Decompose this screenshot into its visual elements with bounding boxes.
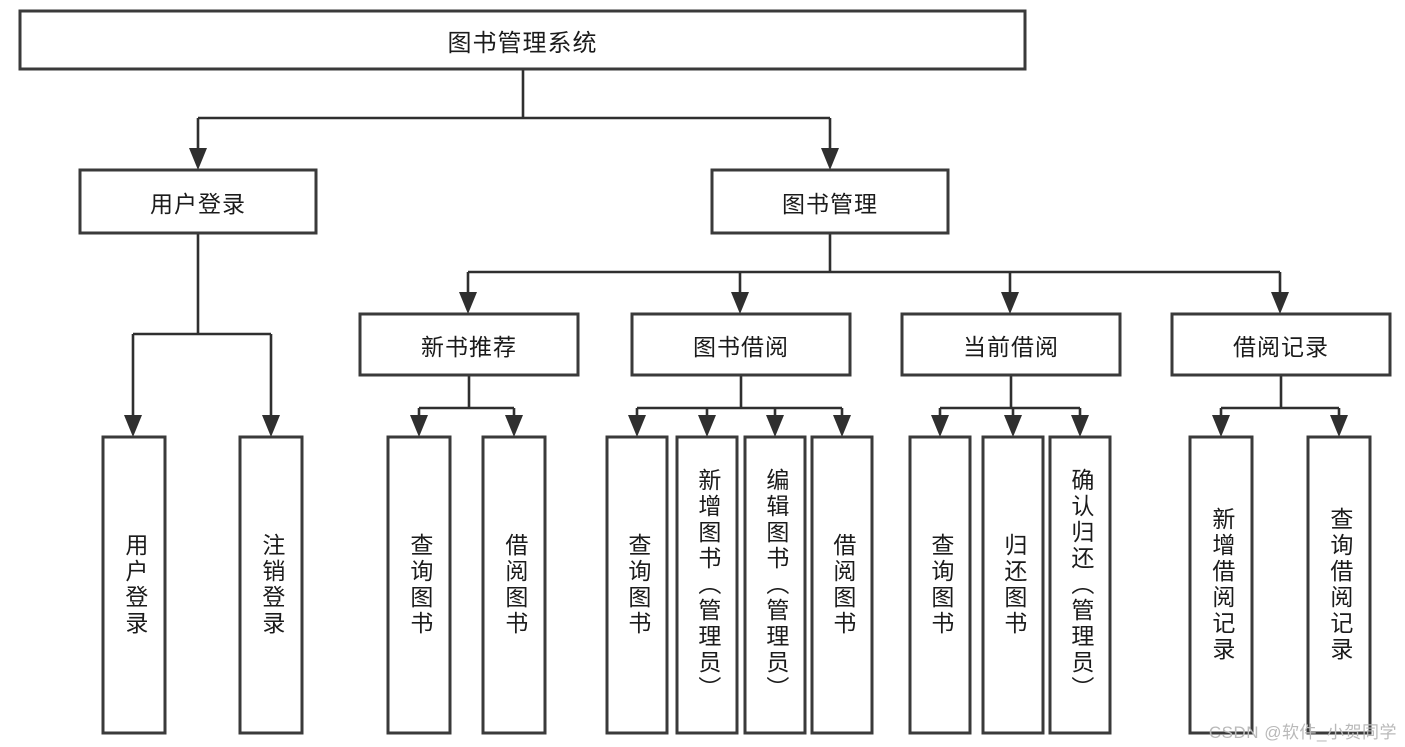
node-box-root[interactable] [18,9,1027,71]
arrow-head-icon [1001,292,1019,314]
arrow-head-icon [505,415,523,437]
connector-layer [124,69,1348,437]
arrow-head-icon [1212,415,1230,437]
node-box-leaf-return-book[interactable] [981,435,1045,735]
arrow-head-icon [698,415,716,437]
node-box-current-borrow[interactable] [900,312,1122,377]
node-box-leaf-borrow-book-recommend[interactable] [481,435,547,735]
node-box-user-login[interactable] [78,168,318,235]
arrow-head-icon [931,415,949,437]
csdn-watermark: CSDN @软件_小贺同学 [1208,723,1397,742]
node-box-book-borrow[interactable] [630,312,852,377]
arrow-head-icon [1004,415,1022,437]
arrow-head-icon [833,415,851,437]
arrow-head-icon [410,415,428,437]
arrow-head-icon [189,148,207,170]
node-box-leaf-add-book[interactable] [675,435,739,735]
node-box-leaf-confirm-return[interactable] [1048,435,1112,735]
arrow-head-icon [124,415,142,437]
node-box-leaf-query-book-recommend[interactable] [386,435,452,735]
node-box-leaf-borrow-book[interactable] [810,435,874,735]
arrow-head-icon [1071,415,1089,437]
arrow-head-icon [766,415,784,437]
node-box-leaf-edit-book[interactable] [743,435,807,735]
node-box-leaf-add-record[interactable] [1188,435,1254,735]
node-box-leaf-query-record[interactable] [1306,435,1372,735]
node-box-leaf-user-login[interactable] [101,435,167,735]
node-box-leaf-query-book-current[interactable] [908,435,972,735]
node-box-leaf-user-logout[interactable] [238,435,304,735]
arrow-head-icon [628,415,646,437]
node-box-book-manage[interactable] [710,168,950,235]
arrow-head-icon [1271,292,1289,314]
arrow-head-icon [1330,415,1348,437]
arrow-head-icon [262,415,280,437]
node-box-leaf-query-book-borrow[interactable] [605,435,669,735]
arrow-head-icon [731,292,749,314]
node-box-new-book-recommend[interactable] [358,312,580,377]
arrow-head-icon [459,292,477,314]
arrow-head-icon [821,148,839,170]
node-box-borrow-records[interactable] [1170,312,1392,377]
node-box-layer [18,9,1392,735]
